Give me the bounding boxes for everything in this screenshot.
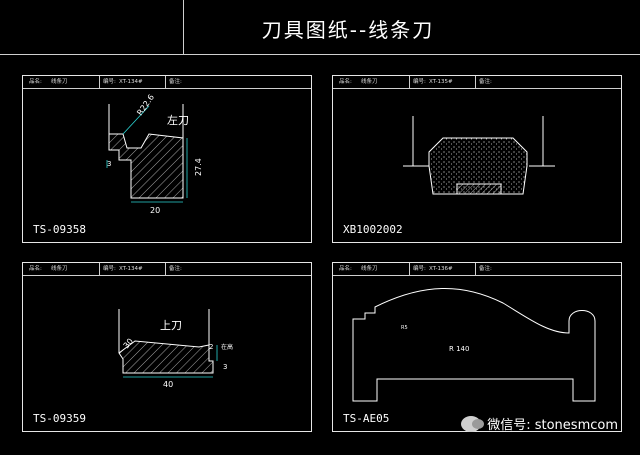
right-top-dim: 2 — [209, 343, 213, 351]
profile-drawing-4: R5 R 140 — [352, 288, 596, 402]
title-block-header: 品名: 线条刀 编号: XT-135# 备注: — [333, 76, 621, 89]
width-dim: 20 — [150, 206, 160, 215]
name-label: 品名: — [29, 79, 42, 85]
page-title: 刀具图纸--线条刀 — [261, 18, 435, 42]
side-label: 上刀 — [160, 319, 182, 332]
drawing-no-label: 编号: — [103, 79, 116, 85]
name-value: 线条刀 — [51, 79, 68, 85]
remark-label: 备注: — [479, 79, 492, 85]
name-label: 品名: — [339, 266, 352, 272]
drawing-code: TS-AE05 — [343, 412, 390, 425]
side-dim: 3 — [107, 160, 111, 168]
drawing-no-value: XT-134# — [119, 266, 143, 272]
width-dim: 40 — [163, 380, 173, 389]
drawing-no-value: XT-134# — [119, 79, 143, 85]
drawing-panel-2: 品名: 线条刀 编号: XT-135# 备注: XB1002002 — [332, 75, 622, 243]
drawing-no-value: XT-136# — [429, 266, 453, 272]
drawing-no-value: XT-135# — [429, 79, 453, 85]
right-bottom-dim: 3 — [223, 363, 227, 371]
remark-label: 备注: — [169, 266, 182, 272]
name-value: 线条刀 — [51, 266, 68, 272]
name-value: 线条刀 — [361, 79, 378, 85]
title-bar: 刀具图纸--线条刀 — [0, 0, 640, 55]
profile-drawing-2 — [403, 116, 555, 195]
drawing-panel-3: 品名: 线条刀 编号: XT-134# 备注: 上刀 30 40 2 在高 3 … — [22, 262, 312, 432]
remark-label: 备注: — [479, 266, 492, 272]
drawing-panel-1: 品名: 线条刀 编号: XT-134# 备注: 左刀 R22.6 20 27.4… — [22, 75, 312, 243]
drawing-no-label: 编号: — [103, 266, 116, 272]
side-label: 左刀 — [167, 114, 189, 127]
title-block-header: 品名: 线条刀 编号: XT-134# 备注: — [23, 263, 311, 276]
name-label: 品名: — [29, 266, 42, 272]
right-note: 在高 — [221, 343, 233, 351]
drawing-code: TS-09358 — [33, 223, 86, 236]
drawing-code: TS-09359 — [33, 412, 86, 425]
title-block-header: 品名: 线条刀 编号: XT-134# 备注: — [23, 76, 311, 89]
drawing-no-label: 编号: — [413, 266, 426, 272]
radius-dim: R22.6 — [135, 93, 156, 117]
watermark: 微信号: stonesmcom — [461, 414, 618, 433]
profile-drawing-3: 上刀 30 40 2 在高 3 — [118, 309, 233, 389]
wechat-icon — [461, 415, 485, 432]
drawing-no-label: 编号: — [413, 79, 426, 85]
title-divider — [183, 0, 184, 55]
name-label: 品名: — [339, 79, 352, 85]
small-dim: R5 — [401, 325, 408, 331]
drawing-code: XB1002002 — [343, 223, 403, 236]
remark-label: 备注: — [169, 79, 182, 85]
watermark-text: 微信号: stonesmcom — [487, 418, 618, 433]
name-value: 线条刀 — [361, 266, 378, 272]
title-block-header: 品名: 线条刀 编号: XT-136# 备注: — [333, 263, 621, 276]
profile-drawing-1: 左刀 R22.6 20 27.4 3 — [106, 93, 203, 215]
radius-dim: R 140 — [449, 345, 469, 353]
drawing-panel-4: 品名: 线条刀 编号: XT-136# 备注: R5 R 140 TS-AE05 — [332, 262, 622, 432]
height-dim: 27.4 — [194, 158, 203, 176]
